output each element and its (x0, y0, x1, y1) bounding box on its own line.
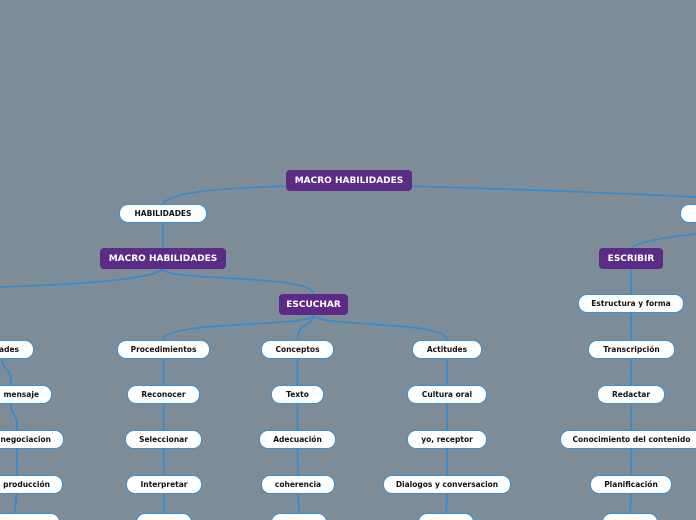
link-redactar-to-conocimiento (630, 403, 633, 431)
node-seleccionar[interactable]: Seleccionar (125, 430, 202, 449)
node-cultura-oral[interactable]: Cultura oral (407, 385, 487, 404)
node-planificacion[interactable]: Planificación (590, 475, 672, 494)
node-left-2[interactable]: mensaje (0, 385, 52, 404)
link-left-3-to-left-4 (15, 448, 18, 476)
link-escuchar-to-actitudes (312, 314, 448, 341)
link-escuchar-to-conceptos (296, 314, 315, 341)
link-planificacion-to-esc-6 (629, 493, 632, 514)
node-adecuacion[interactable]: Adecuación (259, 430, 336, 449)
link-seleccionar-to-interpretar (162, 448, 165, 476)
node-left-4[interactable]: producción (0, 475, 63, 494)
link-left-4-to-left-5 (14, 493, 18, 514)
node-escribir[interactable]: ESCRIBIR (599, 248, 663, 269)
node-conceptos[interactable]: Conceptos (261, 340, 334, 359)
node-conc-5[interactable] (271, 513, 327, 520)
node-macro2[interactable]: MACRO HABILIDADES (100, 248, 226, 269)
link-estructura-to-transcripcion (630, 312, 633, 341)
node-procedimientos[interactable]: Procedimientos (117, 340, 210, 359)
link-coherencia-to-conc-5 (297, 493, 300, 514)
node-dialogos[interactable]: Dialogos y conversacion (383, 475, 511, 494)
link-transcripcion-to-redactar (630, 358, 633, 386)
node-actitudes[interactable]: Actitudes (412, 340, 482, 359)
link-escuchar-to-procedimientos (162, 314, 315, 341)
node-transcripcion[interactable]: Transcripción (588, 340, 675, 359)
link-conocimiento-to-planificacion (630, 448, 633, 476)
node-proc-5[interactable] (136, 513, 192, 520)
node-interpretar[interactable]: Interpretar (126, 475, 202, 494)
node-esc-6[interactable] (602, 513, 658, 520)
node-habilidades[interactable]: HABILIDADES (119, 204, 207, 223)
node-texto[interactable]: Texto (271, 385, 324, 404)
node-conocimiento[interactable]: Conocimiento del contenido (560, 430, 696, 449)
node-redactar[interactable]: Redactar (597, 385, 665, 404)
link-left-1-to-left-2 (1, 358, 12, 386)
link-root-to-right-cut (403, 185, 696, 198)
node-root[interactable]: MACRO HABILIDADES (286, 170, 412, 191)
link-left-2-to-left-3 (10, 403, 18, 431)
link-macro2-to-offscreen-left (0, 268, 164, 288)
node-escuchar[interactable]: ESCUCHAR (279, 294, 348, 315)
node-coherencia[interactable]: coherencia (261, 475, 335, 494)
node-estructura[interactable]: Estructura y forma (578, 294, 684, 313)
node-left-3[interactable]: negociacion (0, 430, 64, 449)
node-right-cut[interactable] (680, 204, 696, 223)
link-dialogos-to-act-5 (445, 493, 448, 514)
node-left-1[interactable]: ades (0, 340, 34, 359)
link-right-cut-to-escribir (630, 233, 696, 249)
link-macro2-to-escuchar (162, 268, 315, 295)
node-act-5[interactable] (418, 513, 474, 520)
node-reconocer[interactable]: Reconocer (127, 385, 200, 404)
link-root-to-habilidades (162, 185, 301, 205)
link-adecuacion-to-coherencia (296, 448, 299, 476)
node-yo-receptor[interactable]: yo, receptor (407, 430, 487, 449)
node-left-5[interactable] (0, 513, 60, 520)
